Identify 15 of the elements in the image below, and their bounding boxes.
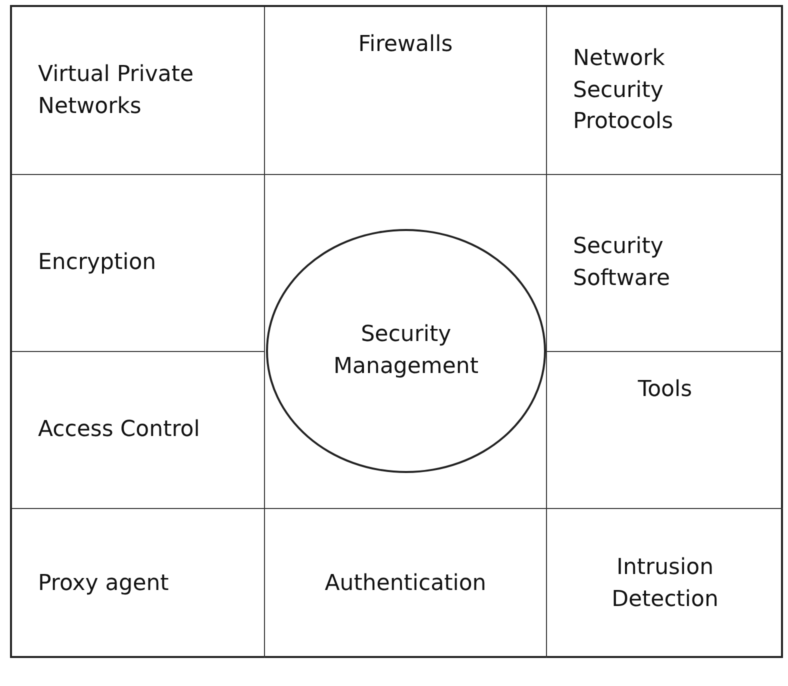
cell-label: Security Management xyxy=(332,321,480,381)
grid-cell xyxy=(12,352,265,509)
grid-cell xyxy=(12,175,265,352)
cell-label: Intrusion Detection xyxy=(610,554,720,614)
cell-label: Security Software xyxy=(573,233,671,293)
cell-label: Firewalls xyxy=(358,31,453,59)
cell-label: Encryption xyxy=(38,249,156,278)
grid-cell xyxy=(265,7,547,175)
cell-label: Access Control xyxy=(38,416,200,444)
cell-label: Network Security Protocols xyxy=(573,44,674,136)
cell-label: Proxy agent xyxy=(38,570,169,598)
grid-cell xyxy=(12,7,265,175)
cell-label: Tools xyxy=(638,376,692,404)
cell-label: Authentication xyxy=(324,570,486,598)
cell-label: Virtual Private Networks xyxy=(38,60,195,120)
